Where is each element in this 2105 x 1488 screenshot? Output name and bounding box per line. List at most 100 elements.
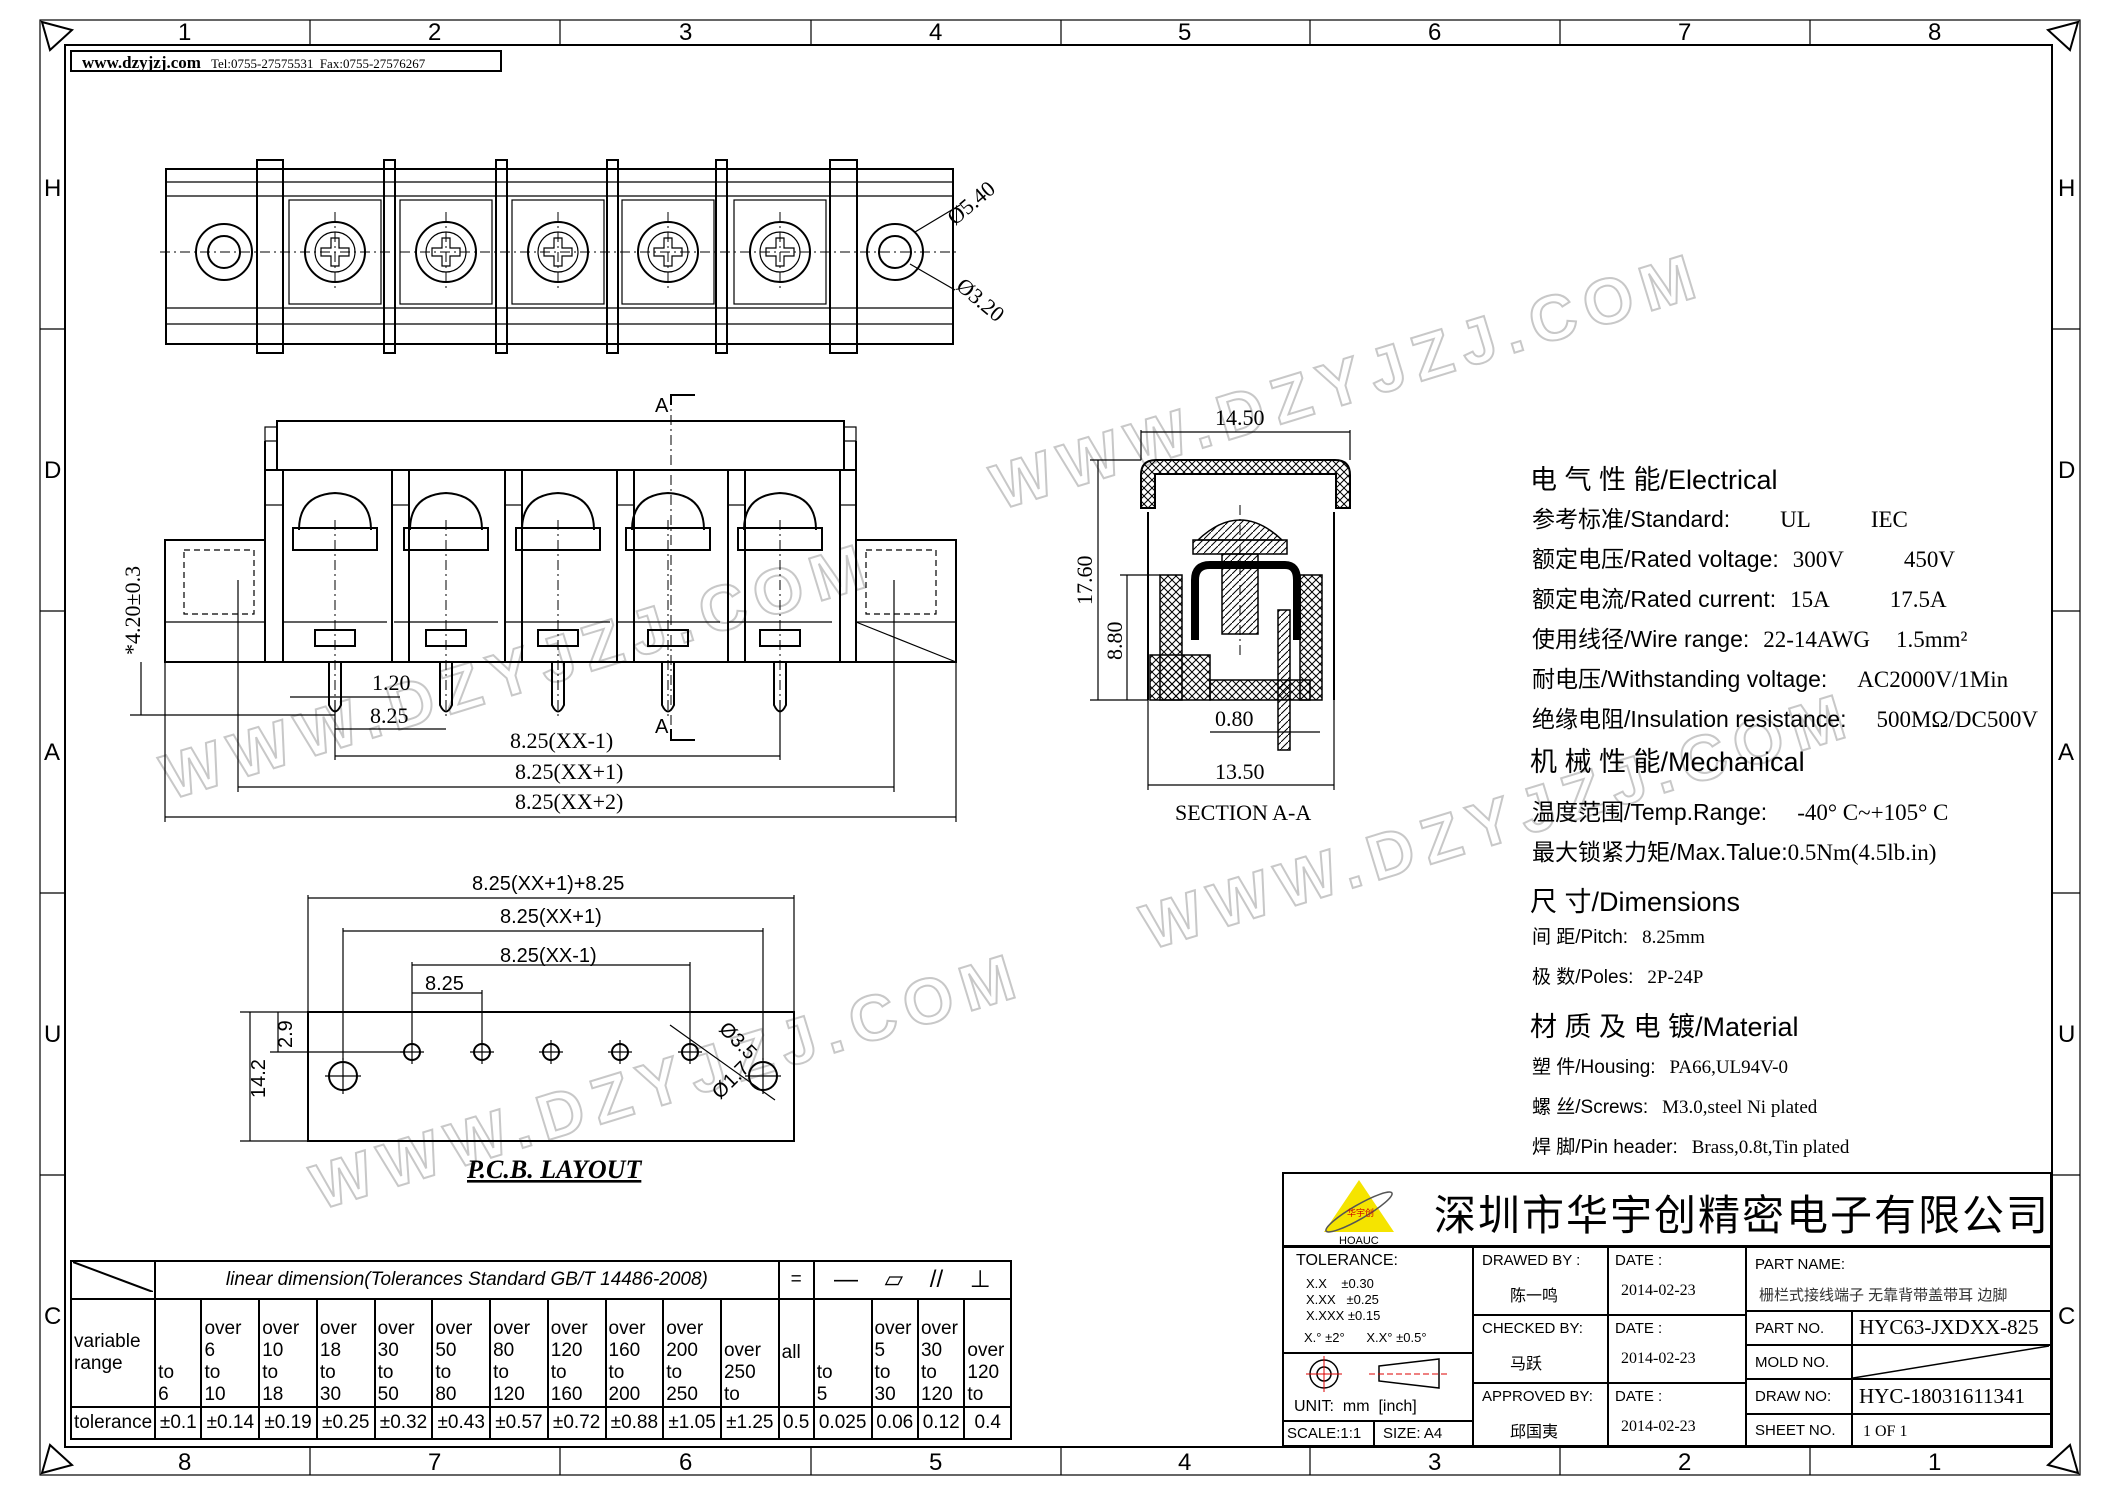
screw-dome-icon [409, 491, 483, 531]
geometric-symbol-icon: — [833, 1266, 858, 1293]
grid-row-label: D [2058, 457, 2075, 484]
range-cell: over 10 to 18 [258, 1298, 318, 1408]
spec-heading-material: 材 质 及 电 镀/Material [1530, 1012, 1799, 1042]
mold-no-label: MOLD NO. [1746, 1345, 1852, 1379]
sheet-no: 1 OF 1 [1852, 1414, 2050, 1447]
grid-row-label: U [44, 1021, 61, 1048]
range-cell: over 120 to [963, 1298, 1012, 1408]
spec-withstanding-voltage: 耐电压/Withstanding voltage:AC2000V/1Min [1532, 666, 2009, 692]
paper-size: SIZE: A4 [1374, 1421, 1473, 1447]
table-caption: linear dimension(Tolerances Standard GB/… [154, 1260, 780, 1300]
range-cell: over 250 to [719, 1298, 780, 1408]
dim-height-inner: 8.80 [1102, 622, 1127, 661]
grid-column-label: 1 [178, 19, 191, 46]
approved-by: APPROVED BY: 邱国夷 [1473, 1383, 1608, 1447]
part-no-label: PART NO. [1746, 1311, 1852, 1345]
dim-pin-width: 1.20 [372, 670, 411, 695]
spec-heading-electrical: 电 气 性 能/Electrical [1530, 465, 1778, 495]
screw-dome-icon [521, 491, 595, 531]
geometric-symbol-icon: // [929, 1266, 944, 1293]
screw-dome-icon [298, 491, 372, 531]
spec-insulation-resistance: 绝缘电阻/Insulation resistance:500MΩ/DC500V [1532, 706, 2038, 732]
range-cell: over 120 to 160 [546, 1298, 607, 1408]
grid-row-label: H [2058, 175, 2075, 202]
draw-no-label: DRAW NO: [1746, 1379, 1852, 1414]
top-view: Ø5.40 Ø3.20 [160, 159, 1010, 354]
grid-column-label: 1 [1928, 1449, 1941, 1476]
spec-max-torque: 最大锁紧力矩/Max.Talue:0.5Nm(4.5lb.in) [1532, 839, 1937, 865]
spec-heading-dimensions: 尺 寸/Dimensions [1530, 887, 1741, 917]
pin [551, 662, 565, 713]
title-block: 华宇创 HOAUC 深圳市华宇创精密电子有限公司 TOLERANCE: X.X … [1282, 1172, 2052, 1447]
range-cell: over 6 to 10 [200, 1298, 261, 1408]
grid-row-label: H [44, 175, 61, 202]
tolerance-cell: 0.5 [777, 1406, 815, 1440]
grid-column-label: 3 [679, 19, 692, 46]
range-cell: over 160 to 200 [604, 1298, 665, 1408]
date-approved: DATE : 2014-02-23 [1608, 1383, 1746, 1447]
grid-row-label: A [44, 739, 60, 766]
grid-column-label: 2 [1678, 1449, 1691, 1476]
part-no: HYC63-JXDXX-825 [1852, 1311, 2050, 1345]
tolerance-cell: ±1.25 [719, 1406, 780, 1440]
part-name: PART NAME: 栅栏式接线端子 无靠背带盖带耳 边脚 [1746, 1247, 2050, 1311]
tolerance-cell: ±0.57 [489, 1406, 549, 1440]
dim-dia-outer: Ø5.40 [942, 176, 1000, 230]
range-cell: to 6 [154, 1298, 203, 1408]
dim-offset: 2.9 [275, 1020, 297, 1048]
tolerance-cell: ±0.19 [258, 1406, 318, 1440]
screw-dome-icon [743, 491, 817, 531]
spec-pitch: 间 距/Pitch:8.25mm [1532, 927, 1705, 948]
dim-overall: 8.25(XX+1)+8.25 [472, 873, 624, 895]
dim-dia-inner: Ø3.20 [952, 273, 1010, 327]
grid-column-label: 5 [1178, 19, 1191, 46]
range-cell: over 5 to 30 [870, 1298, 919, 1408]
tolerance-table: linear dimension(Tolerances Standard GB/… [69, 1260, 1013, 1440]
grid-row-label: U [2058, 1021, 2075, 1048]
projection-symbol-icon [1306, 1356, 1449, 1392]
grid-column-label: 4 [929, 19, 942, 46]
date-checked: DATE : 2014-02-23 [1608, 1315, 1746, 1383]
grid-row-label: A [2058, 739, 2074, 766]
draw-no: HYC-18031611341 [1852, 1379, 2050, 1414]
grid-column-label: 8 [1928, 19, 1941, 46]
dim-pitch: 8.25 [370, 703, 409, 728]
mount-hole-right [866, 223, 924, 281]
svg-text:华宇创: 华宇创 [1347, 1207, 1374, 1218]
dim-pitch: 8.25 [425, 973, 464, 995]
range-cell: over 50 to 80 [431, 1298, 492, 1408]
tolerance-cell: ±0.43 [431, 1406, 492, 1440]
grid-column-label: 6 [679, 1449, 692, 1476]
tolerance-cell: 0.12 [916, 1406, 966, 1440]
range-cell: all [777, 1298, 815, 1408]
range-cell: over 200 to 250 [662, 1298, 722, 1408]
tolerance-cell: 0.025 [812, 1406, 873, 1440]
dim-span-plus1: 8.25(XX+1) [515, 759, 623, 784]
dim-height: 17.60 [1072, 556, 1097, 606]
range-cell: over 80 to 120 [489, 1298, 549, 1408]
grid-column-label: 6 [1428, 19, 1441, 46]
spec-housing: 塑 件/Housing:PA66,UL94V-0 [1532, 1057, 1788, 1078]
website: www.dzyjzj.com [82, 53, 201, 72]
grid-row-label: C [44, 1303, 61, 1330]
tolerance-cell: ±0.32 [373, 1406, 434, 1440]
grid-column-label: 8 [178, 1449, 191, 1476]
tolerance-cell: ±0.25 [315, 1406, 376, 1440]
projection-cell: UNIT: mm [inch] [1284, 1353, 1473, 1421]
svg-text:HOAUC: HOAUC [1339, 1235, 1379, 1246]
front-view: A A *4.20±0.3 1.20 8.25 8.25(XX-1) 8.25(… [120, 394, 957, 822]
dim-width-top: 14.50 [1215, 405, 1265, 430]
dim-span-plus2: 8.25(XX+2) [515, 789, 623, 814]
fax: Fax:0755-27576267 [319, 56, 426, 71]
dim-span-minus1: 8.25(XX-1) [510, 728, 613, 753]
range-cell: over 30 to 120 [916, 1298, 966, 1408]
dim-pin-thickness: 0.80 [1215, 706, 1254, 731]
pcb-layout-title: P.C.B. LAYOUT [466, 1155, 642, 1184]
spec-heading-mechanical: 机 械 性 能/Mechanical [1530, 747, 1805, 777]
company-row: 华宇创 HOAUC 深圳市华宇创精密电子有限公司 [1284, 1174, 2050, 1247]
dim-span-minus1: 8.25(XX-1) [500, 945, 597, 967]
grid-column-label: 4 [1178, 1449, 1191, 1476]
